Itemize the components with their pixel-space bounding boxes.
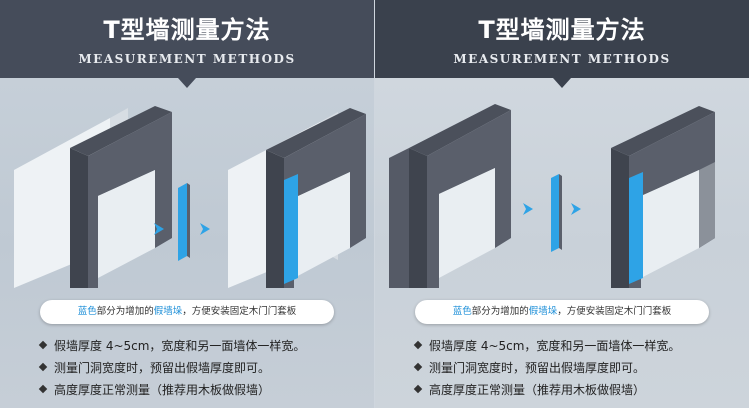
arrow-right-icon xyxy=(154,223,164,235)
note-highlight-false-wall: 假墙垛 xyxy=(153,306,183,317)
info-note: 蓝色部分为增加的假墙垛，方便安装固定木门门套板 xyxy=(415,300,709,324)
panel-title: T型墙测量方法 xyxy=(478,16,646,44)
note-highlight-false-wall: 假墙垛 xyxy=(528,306,558,317)
note-text: 部分为增加的 xyxy=(96,306,154,317)
note-text-end: ，方便安装固定木门门套板 xyxy=(557,306,672,317)
arrow-right-icon xyxy=(200,223,210,235)
panel-subtitle: MEASUREMENT METHODS xyxy=(78,52,296,66)
list-item: 高度厚度正常测量（推荐用木板做假墙） xyxy=(413,378,680,400)
list-item: 测量门洞宽度时，预留出假墙厚度即可。 xyxy=(413,356,680,378)
bullet-list: 假墙厚度 4~5cm，宽度和另一面墙体一样宽。 测量门洞宽度时，预留出假墙厚度即… xyxy=(38,334,305,400)
t-wall-after xyxy=(611,106,715,288)
bullet-diamond-icon xyxy=(38,340,48,350)
note-text: 部分为增加的 xyxy=(471,306,529,317)
list-item: 测量门洞宽度时，预留出假墙厚度即可。 xyxy=(38,356,305,378)
info-note: 蓝色部分为增加的假墙垛，方便安装固定木门门套板 xyxy=(40,300,334,324)
list-item: 假墙厚度 4~5cm，宽度和另一面墙体一样宽。 xyxy=(413,334,680,356)
list-item: 假墙厚度 4~5cm，宽度和另一面墙体一样宽。 xyxy=(38,334,305,356)
bullet-diamond-icon xyxy=(38,362,48,372)
false-wall-piece xyxy=(551,174,562,252)
bullet-diamond-icon xyxy=(413,384,423,394)
arrow-right-icon xyxy=(523,203,533,215)
panel-subtitle: MEASUREMENT METHODS xyxy=(453,52,671,66)
header-banner: T型墙测量方法 MEASUREMENT METHODS xyxy=(0,0,374,78)
bullet-diamond-icon xyxy=(413,362,423,372)
note-text-end: ，方便安装固定木门门套板 xyxy=(182,306,297,317)
banner-pointer xyxy=(178,78,196,88)
bullet-diamond-icon xyxy=(413,340,423,350)
wall-diagram xyxy=(389,104,715,288)
t-wall-after xyxy=(228,108,366,288)
bullet-diamond-icon xyxy=(38,384,48,394)
arrow-right-icon xyxy=(571,203,581,215)
banner-pointer xyxy=(553,78,571,88)
wall-diagram xyxy=(14,106,366,288)
list-item: 高度厚度正常测量（推荐用木板做假墙） xyxy=(38,378,305,400)
t-wall-before xyxy=(14,106,172,288)
false-wall-piece xyxy=(178,183,190,261)
panel-right: T型墙测量方法 MEASUREMENT METHODS xyxy=(375,0,749,408)
header-banner: T型墙测量方法 MEASUREMENT METHODS xyxy=(375,0,749,78)
panel-title: T型墙测量方法 xyxy=(103,16,271,44)
t-wall-before xyxy=(389,104,511,288)
bullet-list: 假墙厚度 4~5cm，宽度和另一面墙体一样宽。 测量门洞宽度时，预留出假墙厚度即… xyxy=(413,334,680,400)
panel-left: T型墙测量方法 MEASUREMENT METHODS xyxy=(0,0,374,408)
note-highlight-blue: 蓝色 xyxy=(452,306,472,317)
note-highlight-blue: 蓝色 xyxy=(77,306,97,317)
